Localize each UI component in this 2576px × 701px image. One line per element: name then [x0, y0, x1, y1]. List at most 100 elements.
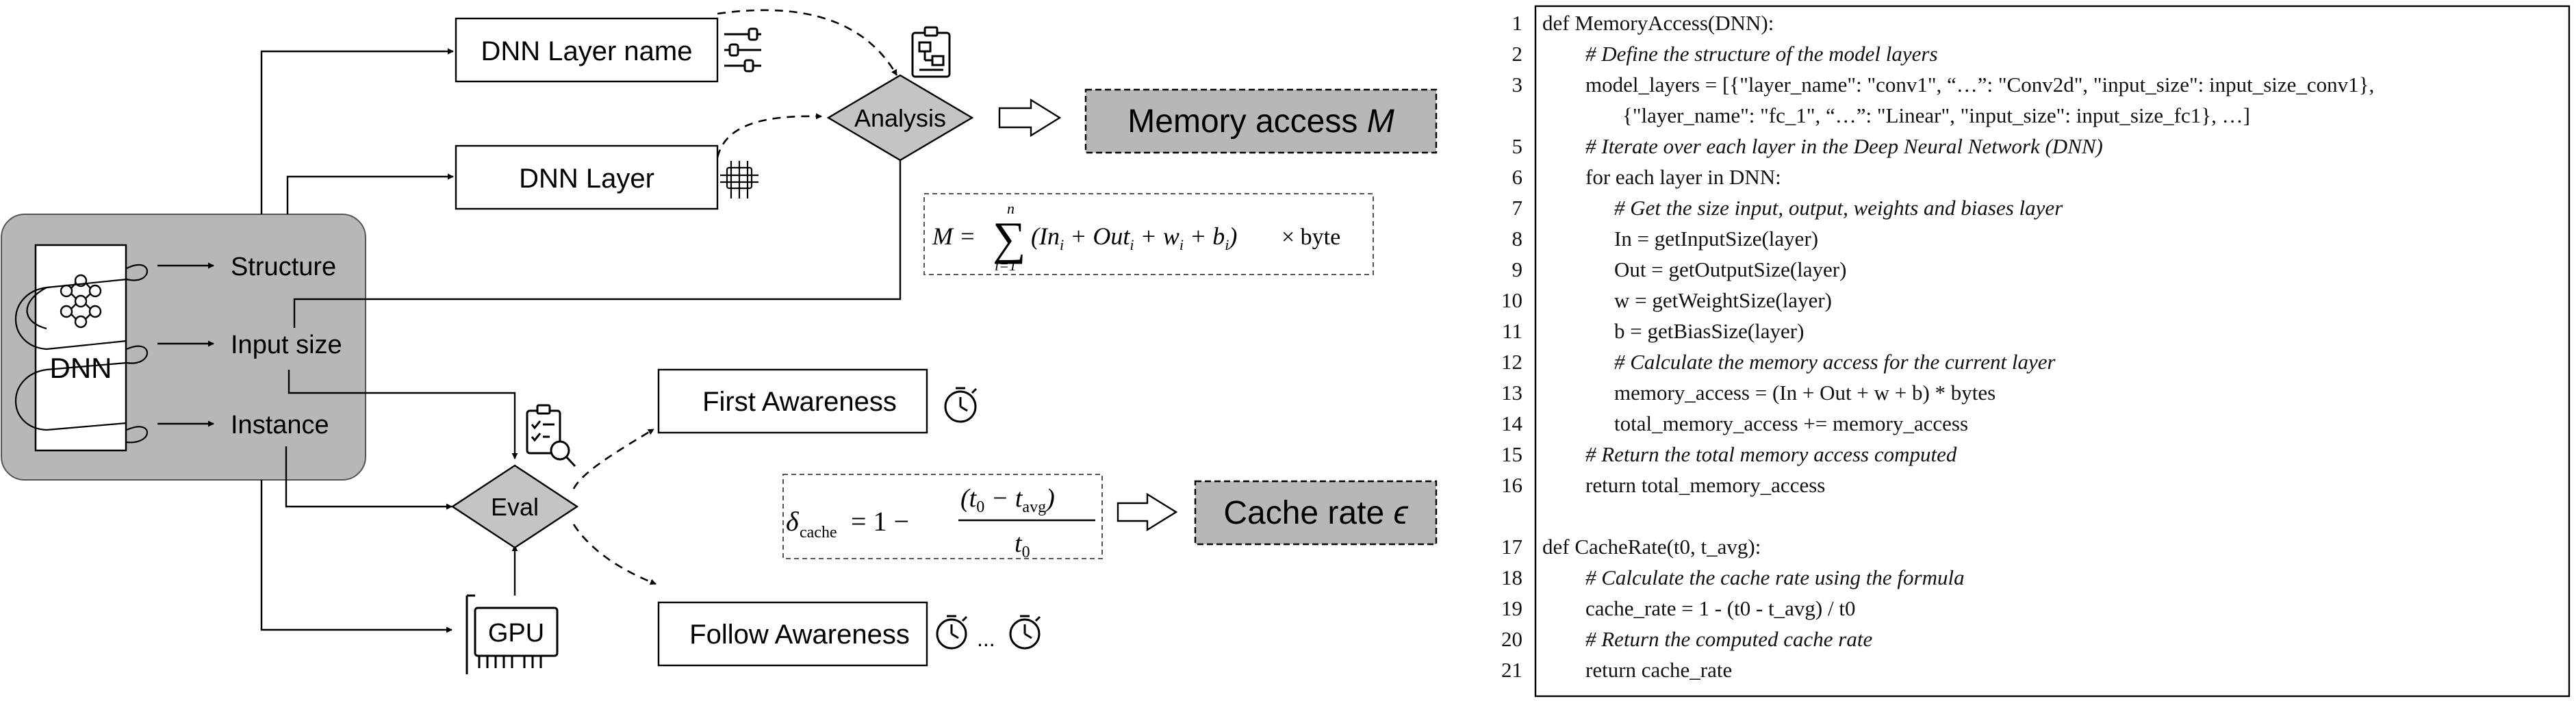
code-line: for each layer in DNN: [1585, 165, 1781, 189]
code-comment-line: # Calculate the cache rate using the for… [1585, 565, 1965, 589]
code-line: memory_access = (In + Out + w + b) * byt… [1614, 381, 1995, 405]
code-line: {"layer_name": "fc_1", “…”: "Linear", "i… [1622, 103, 2250, 127]
code-listing-box [1534, 5, 2571, 698]
code-line-number: 20 [1501, 627, 1522, 651]
layer-chip-icon [720, 161, 758, 199]
memory-access-result: Memory access M [1127, 103, 1394, 140]
cache-formula-box [782, 474, 1103, 559]
analysis-output-arrow [998, 98, 1062, 138]
code-line-number: 12 [1501, 350, 1522, 374]
dnn-panel [34, 244, 127, 452]
code-line: def MemoryAccess(DNN): [1542, 11, 1774, 35]
summation-upper: n [1007, 200, 1015, 217]
code-line-number: 11 [1502, 319, 1522, 343]
follow-awareness-label: Follow Awareness [689, 620, 910, 650]
analysis-diamond [826, 74, 974, 162]
stopwatch-icon [944, 387, 978, 423]
layer-box [455, 144, 719, 210]
memory-formula-box [923, 193, 1374, 275]
code-comment-line: # Calculate the memory access for the cu… [1614, 350, 2056, 374]
cache-formula-denominator: t0 [1015, 529, 1030, 561]
eval-label: Eval [491, 493, 539, 521]
cache-rate-label: Cache rate [1223, 495, 1384, 531]
layer-name-box [455, 17, 719, 83]
code-line-number: 8 [1512, 227, 1523, 251]
code-line-number: 13 [1501, 381, 1522, 405]
cache-formula-eq: = 1 − [851, 506, 909, 537]
code-comment-line: # Iterate over each layer in the Deep Ne… [1585, 134, 2103, 158]
code-line-number: 6 [1512, 165, 1523, 189]
code-line: w = getWeightSize(layer) [1614, 288, 1832, 312]
cache-formula-lhs: δ [786, 506, 800, 537]
memory-formula-unit: × byte [1281, 225, 1340, 250]
gpu-label: GPU [488, 619, 544, 648]
code-line-number: 21 [1501, 658, 1522, 682]
cache-formula-numerator: (t0 − tavg) [960, 484, 1055, 516]
sliders-icon [724, 27, 761, 73]
dnn-flow-loops [15, 264, 149, 444]
cache-formula: δ cache = 1 − (t0 − tavg) t0 [786, 484, 1095, 561]
analysis-label: Analysis [854, 104, 946, 132]
code-line: Out = getOutputSize(layer) [1614, 257, 1846, 281]
code-line-number: 18 [1501, 565, 1522, 589]
code-line-number: 9 [1512, 257, 1523, 281]
memory-access-symbol: M [1367, 103, 1394, 140]
code-line-number: 2 [1512, 42, 1523, 66]
follow-awareness-box [657, 601, 928, 667]
dnn-input-block: DNN Structure Input size Instance [1, 214, 366, 481]
cache-rate-symbol: ϵ [1393, 495, 1408, 531]
clipboard-diagram-icon [911, 26, 951, 78]
summation-sign: ∑ [993, 212, 1025, 264]
memory-formula-body: (Ini + Outi + wi + bi) [1031, 222, 1237, 253]
layer-box-label: DNN Layer [519, 164, 654, 194]
cache-formula-subscript: cache [800, 524, 837, 541]
cache-rate-result: Cache rate ϵ [1223, 495, 1408, 531]
code-comment-line: # Return the total memory access compute… [1585, 442, 1957, 466]
cache-output-arrow [1117, 492, 1178, 532]
checklist-search-icon [526, 404, 576, 468]
code-line-number: 15 [1501, 442, 1522, 466]
summation-lower: i=1 [995, 257, 1017, 274]
code-line-number: 17 [1501, 535, 1522, 559]
stopwatch-icon [1009, 615, 1041, 650]
code-line: b = getBiasSize(layer) [1614, 319, 1804, 343]
code-line-number: 7 [1512, 196, 1523, 220]
code-line-number: 5 [1512, 134, 1523, 158]
neural-network-icon [60, 274, 102, 329]
code-line: return total_memory_access [1585, 473, 1825, 497]
memory-formula: M = ∑ n i=1 (Ini + Outi + wi + bi) × byt… [932, 200, 1340, 274]
layer-name-box-label: DNN Layer name [481, 36, 692, 66]
code-comment-line: # Define the structure of the model laye… [1585, 42, 1938, 66]
first-awareness-label: First Awareness [702, 387, 897, 417]
code-listing: 1 def MemoryAccess(DNN): 2 # Define the str… [1501, 11, 2374, 682]
gpu-icon [466, 594, 559, 674]
code-line-number: 10 [1501, 288, 1522, 312]
code-line: total_memory_access += memory_access [1614, 411, 1968, 435]
instance-label: Instance [231, 411, 329, 439]
code-line: model_layers = [{"layer_name": "conv1", … [1585, 73, 2374, 97]
input-size-label: Input size [231, 331, 342, 359]
stopwatch-ellipsis: ... [977, 626, 995, 651]
code-line-number: 1 [1512, 11, 1523, 35]
eval-diamond [450, 464, 579, 549]
memory-access-label: Memory access [1127, 103, 1357, 140]
dashed-arrows [572, 9, 898, 585]
memory-formula-lhs: M = [932, 222, 975, 250]
code-line: return cache_rate [1585, 658, 1732, 682]
code-line-number: 19 [1501, 596, 1522, 620]
cache-rate-result-box [1194, 480, 1438, 546]
code-line-number: 16 [1501, 473, 1522, 497]
code-comment-line: # Get the size input, output, weights an… [1614, 196, 2063, 220]
memory-access-result-box [1084, 88, 1438, 154]
connectors [260, 48, 904, 633]
structure-label: Structure [231, 253, 336, 281]
code-comment-line: # Return the computed cache rate [1585, 627, 1872, 651]
code-line: cache_rate = 1 - (t0 - t_avg) / t0 [1585, 596, 1855, 620]
stopwatch-icon [936, 615, 968, 650]
code-line-number: 3 [1512, 73, 1523, 97]
code-line-number: 14 [1501, 411, 1523, 435]
first-awareness-box [657, 368, 928, 434]
code-line: In = getInputSize(layer) [1614, 227, 1818, 251]
code-line: def CacheRate(t0, t_avg): [1542, 535, 1761, 559]
